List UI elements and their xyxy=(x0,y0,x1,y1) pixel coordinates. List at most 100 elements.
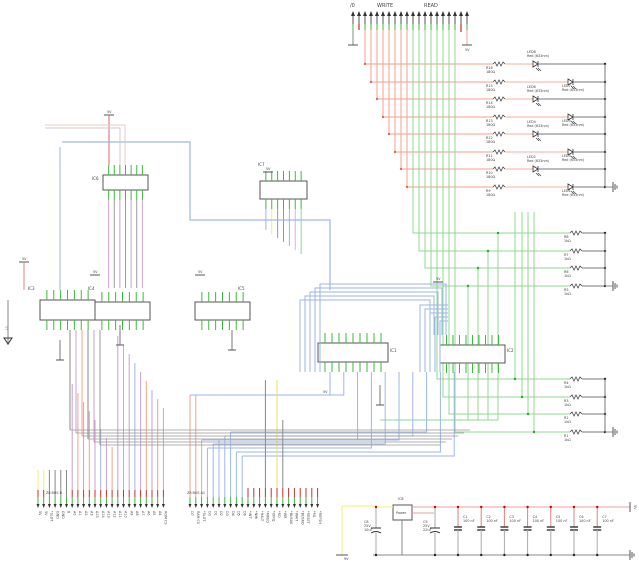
led-resistor-symbol xyxy=(492,131,506,137)
supply-label: 5V xyxy=(436,277,441,281)
pulldown-resistor-symbol xyxy=(569,248,583,254)
connector-pin-arrow-icon xyxy=(194,504,198,508)
junction xyxy=(480,553,483,557)
connector-right-pin-label: *RESET xyxy=(306,511,310,524)
power-output-label: 5V xyxy=(633,505,637,510)
data-wire xyxy=(190,372,331,396)
junction xyxy=(596,505,599,509)
connector-pin-arrow-icon xyxy=(281,504,285,508)
connector-left-pin-label: A3 xyxy=(90,511,94,515)
data-wire xyxy=(429,312,448,372)
electrolytic-capacitor-c9 xyxy=(429,527,441,534)
led-symbol xyxy=(567,78,577,90)
connector-right-pin-label: D2 xyxy=(219,511,223,516)
connector-left-pin-label: A10 xyxy=(124,511,128,518)
connector-pin-arrow-icon xyxy=(246,504,250,508)
connector-left-pin-label: 8 xyxy=(67,511,71,513)
led-resistor-value: 180Ω xyxy=(486,88,495,92)
ic7-chip-label: IC7 xyxy=(258,162,265,167)
connector-pin-arrow-icon xyxy=(369,11,373,16)
read-wire xyxy=(448,30,570,415)
data-wire xyxy=(304,295,435,372)
cap-ref: C5 xyxy=(556,515,561,519)
led-ref: LED2 xyxy=(527,155,536,159)
led-arrow-icon xyxy=(537,172,542,177)
led-triangle-icon xyxy=(567,113,574,121)
pulldown-resistor-symbol xyxy=(569,265,583,271)
connector-pin-arrow-icon xyxy=(42,504,46,508)
connector-right-pin-label: D3 xyxy=(225,511,229,516)
read-wire xyxy=(380,251,489,421)
led-ref: LED3 xyxy=(562,154,571,158)
junction xyxy=(496,231,500,235)
connector-pin-arrow-icon xyxy=(59,504,63,508)
connector-pin-arrow-icon xyxy=(150,504,154,508)
pulldown-resistor-value: 1kΩ xyxy=(564,420,571,424)
ic6-chip-label: IC6 xyxy=(92,176,99,181)
led-resistor-value: 180Ω xyxy=(486,158,495,162)
connector-pin-arrow-icon xyxy=(87,504,91,508)
led-resistor-symbol xyxy=(492,184,506,190)
led-resistor-symbol xyxy=(492,96,506,102)
connector-pin-arrow-icon xyxy=(188,504,192,508)
junction xyxy=(387,132,391,136)
connector-pin-arrow-icon xyxy=(229,504,233,508)
data-wire xyxy=(424,308,448,372)
ic1-chip-label: IC1 xyxy=(390,348,397,353)
read-wire xyxy=(380,286,469,421)
led-triangle-icon xyxy=(567,78,574,86)
connector-pin-arrow-icon xyxy=(287,504,291,508)
wire xyxy=(45,124,126,165)
connector-pin-arrow-icon xyxy=(411,11,415,16)
connector-pin-arrow-icon xyxy=(82,504,86,508)
supply-label: 5V xyxy=(107,110,112,114)
connector-left-pin-label: 5V xyxy=(44,511,48,516)
junction xyxy=(381,115,385,119)
connector-pin-arrow-icon xyxy=(375,11,379,16)
data-wire xyxy=(242,372,455,457)
led-type: Red (633nm) xyxy=(527,124,550,128)
junction xyxy=(433,505,437,509)
connector-pin-arrow-icon xyxy=(417,11,421,16)
connector-pin-arrow-icon xyxy=(435,11,439,16)
junction xyxy=(526,553,529,557)
led-resistor-ref: R14 xyxy=(486,101,493,105)
indicator-led-icon xyxy=(3,337,13,345)
led-resistor-ref: R13 xyxy=(486,119,493,123)
regulator-name: Power xyxy=(396,511,407,515)
connector-pin-arrow-icon xyxy=(217,504,221,508)
led-resistor-ref: R12 xyxy=(486,136,493,140)
connector-pin-arrow-icon xyxy=(381,11,385,16)
led-symbol xyxy=(532,60,542,72)
connector-pin-arrow-icon xyxy=(110,504,114,508)
supply-label: 5V xyxy=(198,270,203,274)
connector-pin-arrow-icon xyxy=(453,11,457,16)
connector-pin-arrow-icon xyxy=(292,504,296,508)
connector-pin-arrow-icon xyxy=(200,504,204,508)
led-type: Red (633nm) xyxy=(562,158,585,162)
ic4-chip-label: IC4 xyxy=(88,286,95,291)
cap-value: 100 nF xyxy=(602,519,614,523)
cap-ref: C4 xyxy=(533,515,538,519)
junction xyxy=(399,167,403,171)
led-arrow-icon xyxy=(535,172,540,177)
connector-pin-arrow-icon xyxy=(36,504,40,508)
write-wire xyxy=(382,30,493,118)
connector-left-pin-label: A6 xyxy=(147,511,151,515)
connector-pin-arrow-icon xyxy=(223,504,227,508)
connector-pin-arrow-icon xyxy=(465,11,469,16)
connector-right-pin-label: D5 xyxy=(237,511,241,516)
led-resistor-value: 180Ω xyxy=(486,140,495,144)
connector-left-pin-label: A7 xyxy=(141,511,145,515)
pulldown-resistor-value: 1kΩ xyxy=(564,274,571,278)
read-wire xyxy=(418,30,570,252)
ic5-chip xyxy=(194,301,251,321)
connector-right-pin-label: *MREQ xyxy=(266,511,270,523)
data-wire xyxy=(236,372,441,453)
connector-right-pin-label: *NMI xyxy=(254,511,258,519)
led-resistor-value: 180Ω xyxy=(486,193,495,197)
connector-right-pin-label: D0 xyxy=(208,511,212,516)
data-wire xyxy=(230,372,428,433)
connector-pin-arrow-icon xyxy=(122,504,125,508)
